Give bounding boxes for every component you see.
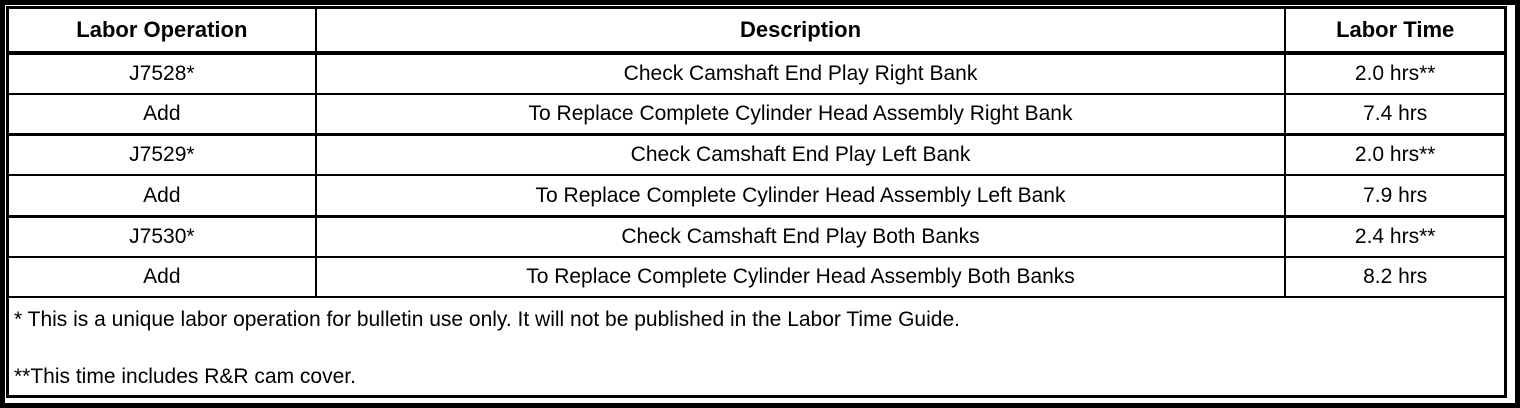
labor-time-cell: 2.0 hrs** bbox=[1284, 133, 1507, 177]
table-row: Add To Replace Complete Cylinder Head As… bbox=[6, 93, 1507, 136]
description-cell: To Replace Complete Cylinder Head Assemb… bbox=[314, 93, 1287, 136]
table-footer: * This is a unique labor operation for b… bbox=[6, 296, 1507, 398]
labor-time-cell: 8.2 hrs bbox=[1284, 255, 1507, 299]
footnote-unique-labor-op: * This is a unique labor operation for b… bbox=[14, 308, 960, 331]
labor-operation-cell: J7529* bbox=[6, 133, 317, 177]
labor-operations-table: Labor Operation Description Labor Time J… bbox=[6, 6, 1507, 398]
labor-operation-cell: J7528* bbox=[6, 51, 317, 96]
labor-time-cell: 7.4 hrs bbox=[1284, 93, 1507, 136]
table-row: Add To Replace Complete Cylinder Head As… bbox=[6, 255, 1507, 299]
description-cell: Check Camshaft End Play Right Bank bbox=[314, 51, 1287, 96]
table-row: Add To Replace Complete Cylinder Head As… bbox=[6, 174, 1507, 218]
footnote-cam-cover-time: **This time includes R&R cam cover. bbox=[14, 365, 356, 388]
description-cell: Check Camshaft End Play Both Banks bbox=[314, 214, 1287, 258]
description-cell: To Replace Complete Cylinder Head Assemb… bbox=[314, 174, 1287, 218]
table-row: J7530* Check Camshaft End Play Both Bank… bbox=[6, 214, 1507, 258]
labor-operation-cell: Add bbox=[6, 255, 317, 299]
table-row: J7528* Check Camshaft End Play Right Ban… bbox=[6, 51, 1507, 96]
labor-time-cell: 7.9 hrs bbox=[1284, 174, 1507, 218]
footnote-cell: * This is a unique labor operation for b… bbox=[6, 296, 1507, 398]
description-cell: Check Camshaft End Play Left Bank bbox=[314, 133, 1287, 177]
labor-operation-cell: Add bbox=[6, 174, 317, 218]
labor-time-cell: 2.4 hrs** bbox=[1284, 214, 1507, 258]
table-header: Labor Operation Description Labor Time bbox=[6, 6, 1507, 55]
column-header-labor-operation: Labor Operation bbox=[6, 6, 317, 55]
table-body: J7528* Check Camshaft End Play Right Ban… bbox=[6, 51, 1507, 299]
column-header-labor-time: Labor Time bbox=[1284, 6, 1507, 55]
labor-operation-cell: J7530* bbox=[6, 214, 317, 258]
header-row: Labor Operation Description Labor Time bbox=[6, 6, 1507, 55]
column-header-description: Description bbox=[314, 6, 1287, 55]
table-row: J7529* Check Camshaft End Play Left Bank… bbox=[6, 133, 1507, 177]
labor-time-cell: 2.0 hrs** bbox=[1284, 51, 1507, 96]
description-cell: To Replace Complete Cylinder Head Assemb… bbox=[314, 255, 1287, 299]
footnote-row: * This is a unique labor operation for b… bbox=[6, 296, 1507, 398]
labor-operation-cell: Add bbox=[6, 93, 317, 136]
